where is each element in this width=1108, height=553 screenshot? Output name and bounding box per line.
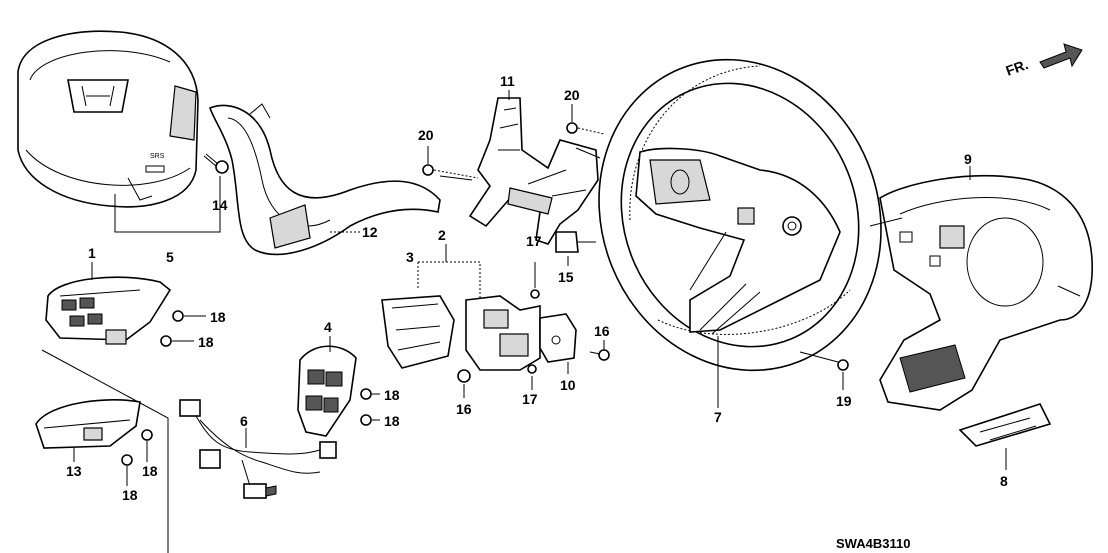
callout-18-e: 18 — [142, 463, 158, 479]
diagram-code: SWA4B3110 — [836, 536, 910, 551]
callout-12: 12 — [362, 224, 378, 240]
bolt-15[interactable] — [555, 231, 596, 253]
bezel-3[interactable] — [381, 295, 455, 369]
callout-3: 3 — [406, 249, 414, 265]
airbag-module[interactable]: SRS — [17, 30, 199, 208]
callout-4: 4 — [324, 319, 332, 335]
lower-garnish-12[interactable] — [209, 103, 441, 256]
bolt-16-right[interactable] — [589, 349, 610, 361]
callout-17-upper: 17 — [526, 233, 542, 249]
callout-18-c: 18 — [384, 387, 400, 403]
callout-11: 11 — [500, 73, 515, 89]
bolt-16-left[interactable] — [457, 369, 471, 383]
callout-14: 14 — [212, 197, 228, 213]
front-direction-indicator: FR. — [1004, 43, 1083, 79]
front-label: FR. — [1004, 56, 1031, 79]
switch-1[interactable] — [45, 276, 172, 345]
callout-1: 1 — [88, 245, 96, 261]
bolt-14[interactable] — [203, 153, 229, 174]
bolt-17-lower[interactable] — [527, 364, 537, 374]
callout-17-lower: 17 — [522, 391, 538, 407]
callout-8: 8 — [1000, 473, 1008, 489]
cover-8[interactable] — [958, 403, 1052, 447]
screw-18-c[interactable] — [360, 388, 372, 400]
callout-18-a: 18 — [210, 309, 226, 325]
callout-20-left: 20 — [418, 127, 434, 143]
svg-text:SRS: SRS — [150, 153, 165, 160]
bolt-17-upper[interactable] — [530, 289, 540, 299]
callout-6: 6 — [240, 413, 248, 429]
harness-6[interactable] — [179, 399, 337, 499]
callout-18-d: 18 — [384, 413, 400, 429]
callout-19: 19 — [836, 393, 852, 409]
switch-13[interactable] — [35, 399, 141, 449]
callout-16-right: 16 — [594, 323, 610, 339]
callout-10: 10 — [560, 377, 576, 393]
screw-18-a[interactable] — [172, 310, 184, 322]
screw-18-f[interactable] — [121, 454, 133, 466]
switch-body-2[interactable] — [465, 295, 541, 371]
callout-20-right: 20 — [564, 87, 580, 103]
bolt-20-right[interactable] — [566, 122, 605, 135]
bracket-11[interactable] — [439, 97, 601, 245]
screw-18-e[interactable] — [141, 429, 153, 441]
steering-wheel-7[interactable] — [553, 17, 927, 413]
callout-9: 9 — [964, 151, 972, 167]
callout-2: 2 — [438, 227, 446, 243]
callout-13: 13 — [66, 463, 82, 479]
screw-18-d[interactable] — [360, 414, 372, 426]
bolt-19[interactable] — [799, 351, 849, 371]
bolt-20-left[interactable] — [422, 164, 479, 179]
callout-18-b: 18 — [198, 334, 214, 350]
vent-grille-icon — [899, 344, 966, 393]
bracket-10[interactable] — [539, 313, 577, 363]
rear-cover-9[interactable] — [869, 174, 1093, 411]
callout-5: 5 — [166, 249, 174, 265]
callout-15: 15 — [558, 269, 574, 285]
screw-18-b[interactable] — [160, 335, 172, 347]
switch-4[interactable] — [297, 345, 357, 437]
callout-18-f: 18 — [122, 487, 138, 503]
callout-7: 7 — [714, 409, 722, 425]
callout-16-left: 16 — [456, 401, 472, 417]
arrow-right-icon — [1039, 43, 1083, 69]
